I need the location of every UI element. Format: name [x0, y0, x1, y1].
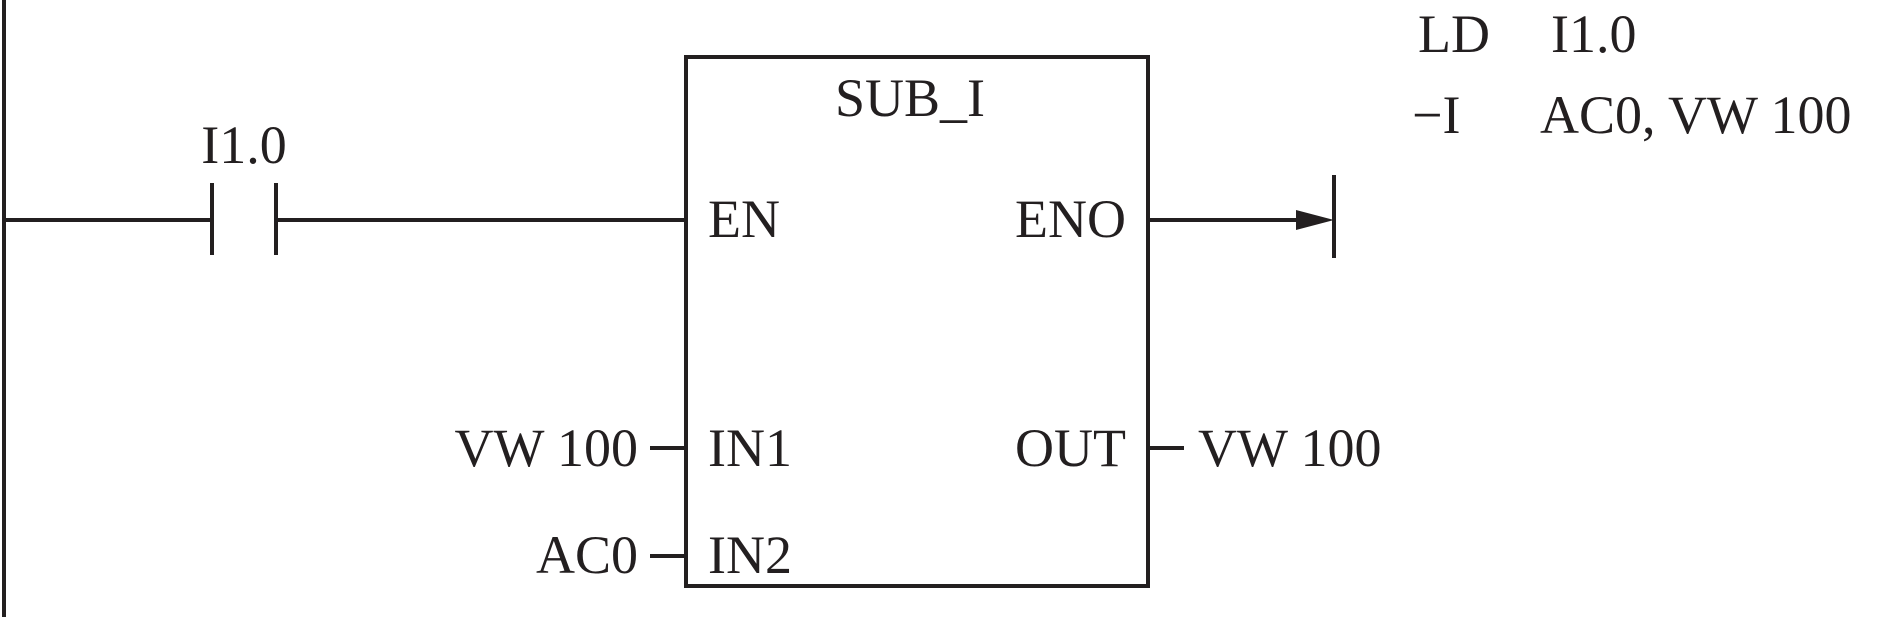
pin-en-label: EN	[708, 189, 780, 249]
in1-operand: VW 100	[455, 418, 639, 478]
statement-list: LD I1.0 −I AC0, VW 100	[1412, 4, 1852, 145]
sub-i-block	[684, 55, 1150, 588]
block-title: SUB_I	[835, 68, 985, 128]
stl-line-1-operand: I1.0	[1551, 4, 1636, 64]
contact-address-label: I1.0	[201, 115, 286, 175]
pin-in2-label: IN2	[708, 525, 792, 585]
in2-operand: AC0	[536, 525, 638, 585]
out-operand: VW 100	[1198, 418, 1382, 478]
stl-line-2-op: −I	[1412, 85, 1460, 145]
contact-i1-0	[210, 183, 278, 255]
stl-line-2-operand: AC0, VW 100	[1540, 85, 1852, 145]
stl-line-1-op: LD	[1418, 4, 1490, 64]
pin-eno-label: ENO	[1015, 189, 1126, 249]
pin-in1-label: IN1	[708, 418, 792, 478]
eno-arrowhead	[1296, 210, 1334, 230]
pin-out-label: OUT	[1015, 418, 1126, 478]
